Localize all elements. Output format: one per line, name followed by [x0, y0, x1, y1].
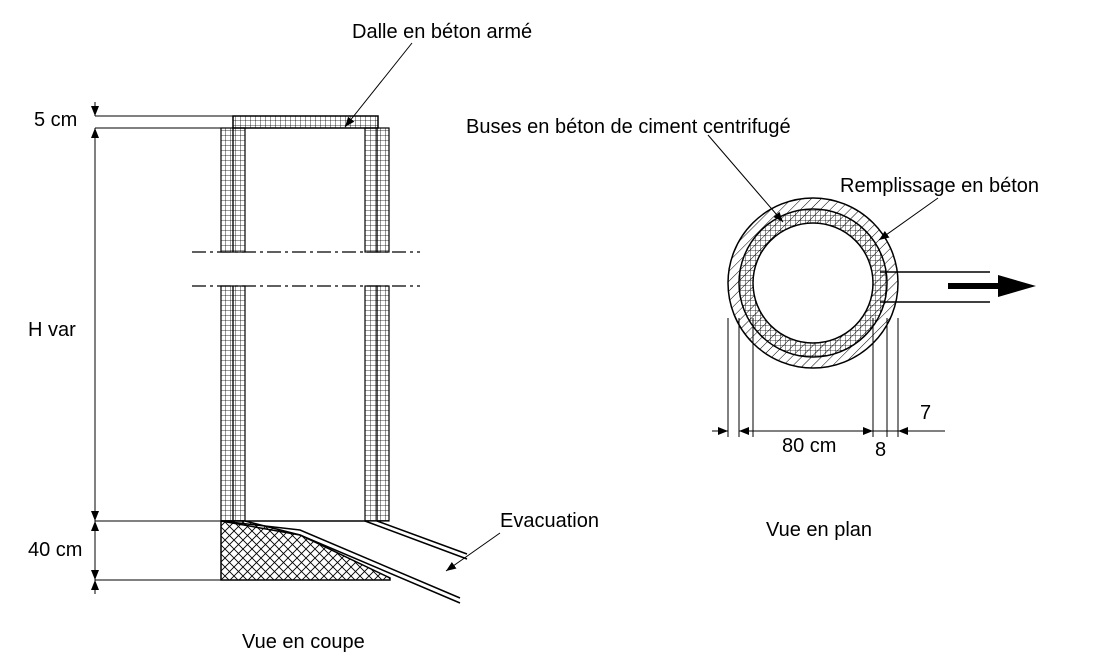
- fill-label: Remplissage en béton: [840, 175, 1039, 197]
- pipe-rings: [727, 197, 899, 369]
- dim-slab-thickness: 5 cm: [34, 109, 77, 131]
- plan-caption: Vue en plan: [766, 519, 872, 541]
- height-dimension: [91, 102, 233, 594]
- base-block: [220, 520, 391, 581]
- left-wall: [220, 127, 246, 522]
- inner-bore: [752, 222, 874, 344]
- dim-base: 40 cm: [28, 539, 82, 561]
- dim-ring-a: 8: [875, 439, 886, 461]
- plan-view: Buses en béton de ciment centrifugé Remp…: [466, 116, 1039, 541]
- right-wall: [364, 127, 390, 522]
- pipes-label: Buses en béton de ciment centrifugé: [466, 116, 791, 138]
- dim-ring-b: 7: [920, 402, 931, 424]
- outlet-arrow: [880, 271, 1036, 303]
- dim-height: H var: [28, 319, 76, 341]
- slab: [232, 115, 379, 129]
- pipes-leader: [707, 134, 784, 223]
- section-view: Dalle en béton armé 5 cm H var 40 cm Eva…: [28, 21, 599, 653]
- outlet-leader: [445, 532, 501, 572]
- outlet-label: Evacuation: [500, 510, 599, 532]
- fill-leader: [878, 197, 939, 241]
- dim-inner-diameter: 80 cm: [782, 435, 836, 457]
- plan-extension-lines: [727, 318, 899, 437]
- slab-leader: [344, 42, 413, 128]
- slab-label: Dalle en béton armé: [352, 21, 532, 43]
- section-caption: Vue en coupe: [242, 631, 365, 653]
- outlet-pipe: [220, 520, 468, 604]
- break-lines: [192, 251, 420, 287]
